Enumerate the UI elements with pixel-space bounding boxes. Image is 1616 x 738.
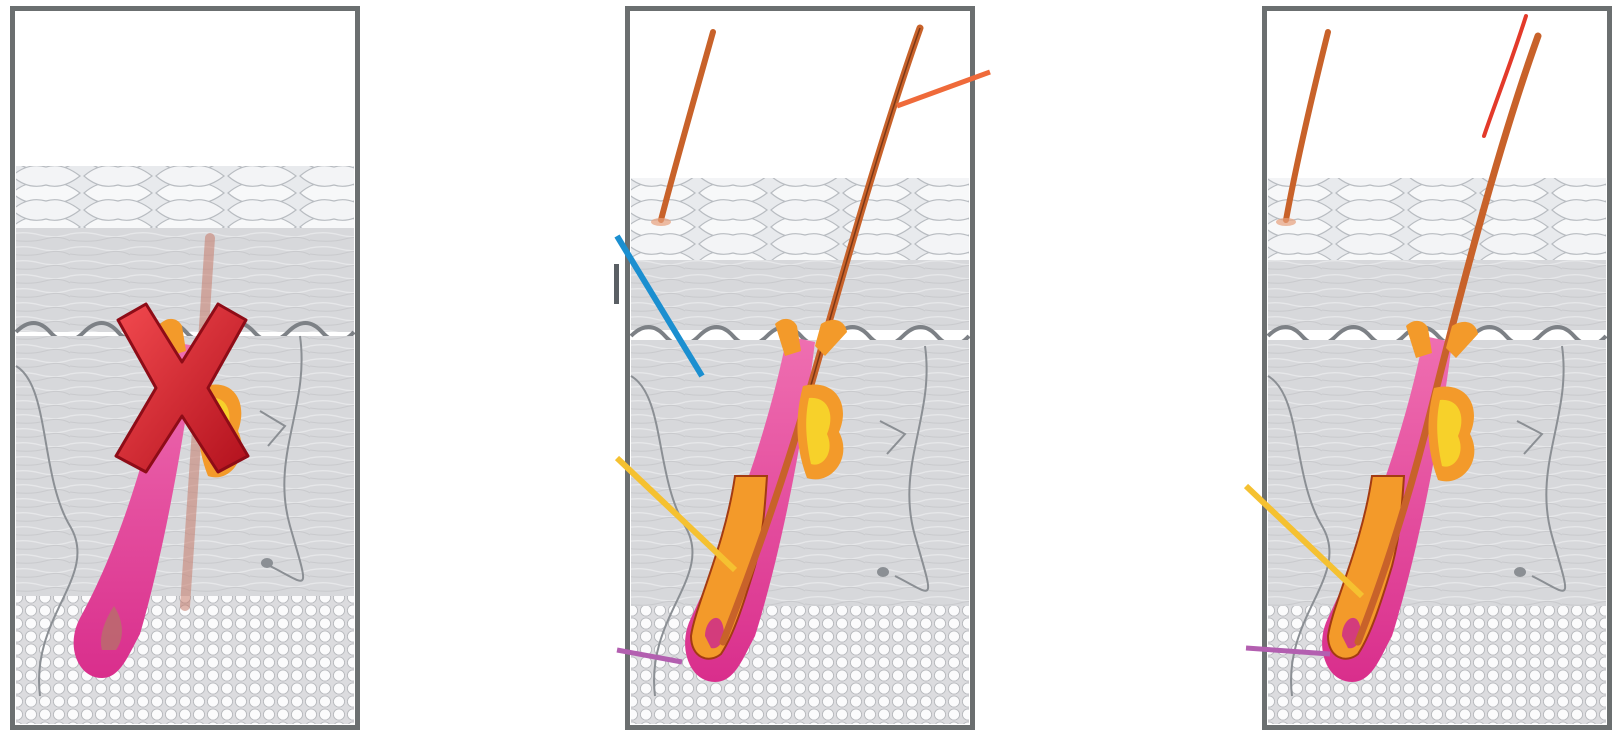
skin-diagram-panel-2 bbox=[625, 6, 975, 730]
skin-diagram-panel-3 bbox=[1262, 6, 1612, 730]
skin-cross-section-3 bbox=[1262, 6, 1612, 730]
skin-cross-section-1 bbox=[10, 6, 360, 730]
skin-cross-section-2 bbox=[625, 6, 975, 730]
skin-diagram-panel-1 bbox=[10, 6, 360, 730]
leader-tick bbox=[614, 264, 619, 304]
